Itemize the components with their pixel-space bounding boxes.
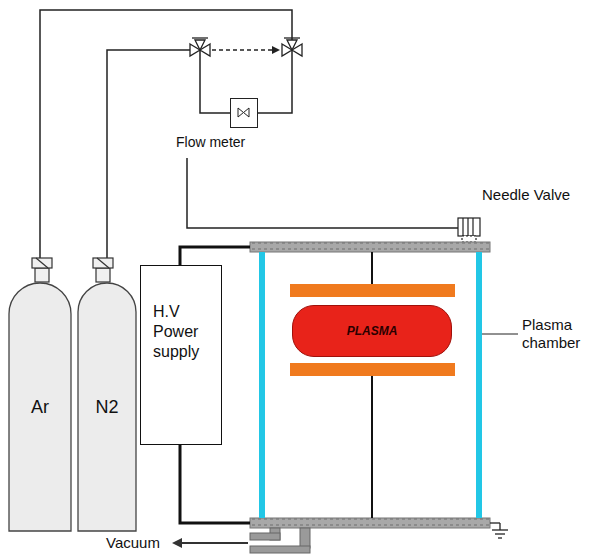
electrode-rod [371, 376, 373, 518]
hv-wire [180, 247, 250, 265]
bottom-plate [250, 518, 490, 528]
gas-cylinder: Ar [8, 282, 72, 532]
part-label: Needle Valve [482, 186, 570, 204]
device-label: H.V Power supply [153, 302, 209, 362]
chamber-wall [476, 252, 482, 518]
flow-meter-box: Flow meter [230, 98, 258, 128]
ground-symbol [490, 523, 508, 538]
electrode-rod [371, 252, 373, 284]
electrode [290, 284, 455, 297]
gas-line [40, 10, 292, 282]
plasma-region: PLASMA [292, 305, 452, 357]
power-supply-box: H.V Power supply [140, 265, 222, 445]
vacuum-arrow [172, 538, 248, 548]
three-way-valve [190, 38, 302, 56]
gas-name: Ar [31, 397, 49, 418]
vacuum-pipe [250, 528, 310, 553]
part-label: Plasma chamber [522, 316, 584, 352]
hv-wire [180, 445, 250, 523]
device-label: Flow meter [176, 134, 245, 150]
gas-cylinder: N2 [77, 282, 137, 532]
electrode [290, 363, 455, 376]
needle-valve [458, 218, 480, 242]
gas-line [187, 158, 458, 228]
gas-name: N2 [95, 397, 118, 418]
flow-meter-symbol [231, 99, 256, 126]
leader-line [482, 334, 518, 335]
cylinder-valve [32, 258, 113, 282]
flow-label: Vacuum [106, 534, 160, 552]
chamber-wall [259, 252, 265, 518]
plasma-label: PLASMA [347, 324, 398, 338]
dashed-arrow [212, 46, 280, 54]
top-plate [250, 242, 490, 252]
